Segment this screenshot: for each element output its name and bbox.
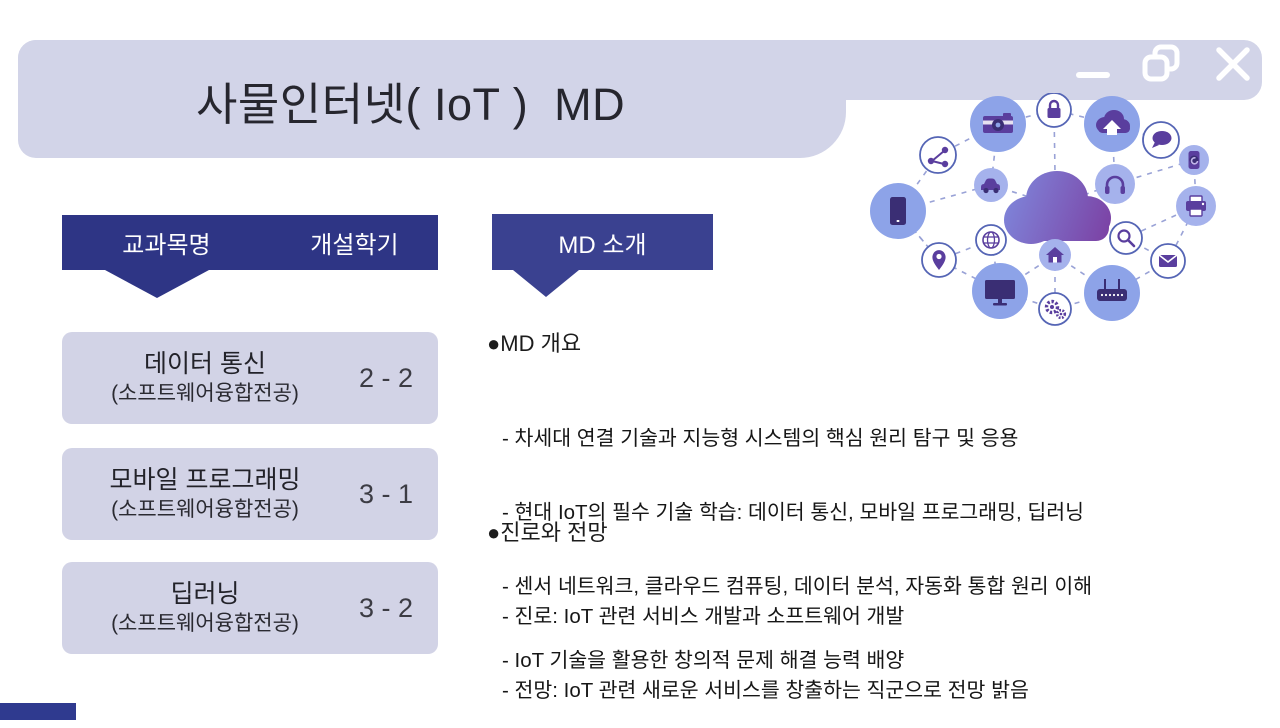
bullet-line: - 현대 IoT의 필수 기술 학습: 데이터 통신, 모바일 프로그래밍, 딥… [502, 500, 1084, 524]
lock-icon [1036, 93, 1072, 128]
career-outlook-heading: ●진로와 전망 [487, 520, 608, 545]
career-outlook-bullets: - 진로: IoT 관련 서비스 개발과 소프트웨어 개발 - 전망: IoT … [502, 556, 1029, 728]
window-controls [1076, 42, 1252, 86]
bullet-line: - 전망: IoT 관련 새로운 서비스를 창출하는 직군으로 전망 밝음 [502, 678, 1029, 702]
smartphone-icon [870, 183, 926, 239]
cloud-upload-icon [1084, 96, 1140, 152]
monitor-icon [972, 263, 1028, 319]
course-semester: 3 - 1 [358, 478, 414, 509]
camera-icon [970, 96, 1026, 152]
md-header-pointer [513, 270, 579, 297]
smartwatch-icon [1179, 145, 1209, 175]
minimize-icon[interactable] [1076, 45, 1110, 83]
semester-header: 개설학기 [310, 232, 399, 259]
iot-network-illustration [870, 93, 1216, 326]
close-icon[interactable] [1214, 45, 1252, 83]
page-title: 사물인터넷( IoT ) MD [196, 79, 626, 130]
course-track: (소프트웨어융합전공) [111, 497, 299, 521]
home-icon [1039, 239, 1071, 271]
gears-icon [1038, 292, 1072, 326]
bullet-line: - 차세대 연결 기술과 지능형 시스템의 핵심 원리 탐구 및 응용 [502, 427, 1019, 451]
bullet-line: - IoT 기술을 활용한 창의적 문제 해결 능력 배양 [502, 648, 905, 672]
course-name: 모바일 프로그래밍 [109, 466, 301, 495]
md-intro-header: MD 소개 [492, 214, 713, 270]
course-table-header: 교과목명 개설학기 [62, 215, 438, 270]
course-track: (소프트웨어융합전공) [111, 381, 299, 405]
md-overview-bullets: - 차세대 연결 기술과 지능형 시스템의 핵심 원리 탐구 및 응용 - 현대… [502, 378, 1092, 698]
course-header-pointer [105, 270, 209, 298]
headphones-icon [1095, 164, 1135, 204]
course-name: 딥러닝 [170, 580, 240, 609]
course-name: 데이터 통신 [144, 350, 266, 379]
bullet-line: - 진로: IoT 관련 서비스 개발과 소프트웨어 개발 [502, 605, 905, 629]
course-name-header: 교과목명 [122, 232, 211, 259]
envelope-icon [1150, 243, 1186, 279]
printer-icon [1176, 186, 1216, 226]
course-track: (소프트웨어융합전공) [111, 611, 299, 635]
globe-icon [975, 224, 1007, 256]
search-icon [1109, 221, 1143, 255]
md-overview-heading: ●MD 개요 [487, 331, 582, 356]
course-card-mobile-programming: 모바일 프로그래밍 (소프트웨어융합전공) 3 - 1 [62, 448, 438, 540]
title-banner [18, 40, 846, 158]
bullet-line: - 센서 네트워크, 클라우드 컴퓨팅, 데이터 분석, 자동화 통합 원리 이… [502, 574, 1093, 598]
location-pin-icon [921, 242, 957, 278]
router-icon [1084, 265, 1140, 321]
chat-bubble-icon [1142, 121, 1180, 159]
cloud-icon [1004, 171, 1111, 244]
course-card-deep-learning: 딥러닝 (소프트웨어융합전공) 3 - 2 [62, 562, 438, 654]
course-card-data-communication: 데이터 통신 (소프트웨어융합전공) 2 - 2 [62, 332, 438, 424]
share-icon [919, 136, 957, 174]
car-icon [974, 168, 1008, 202]
restore-icon[interactable] [1142, 44, 1182, 84]
course-semester: 3 - 2 [358, 592, 414, 623]
bottom-accent-bar [0, 703, 76, 720]
course-semester: 2 - 2 [358, 362, 414, 393]
